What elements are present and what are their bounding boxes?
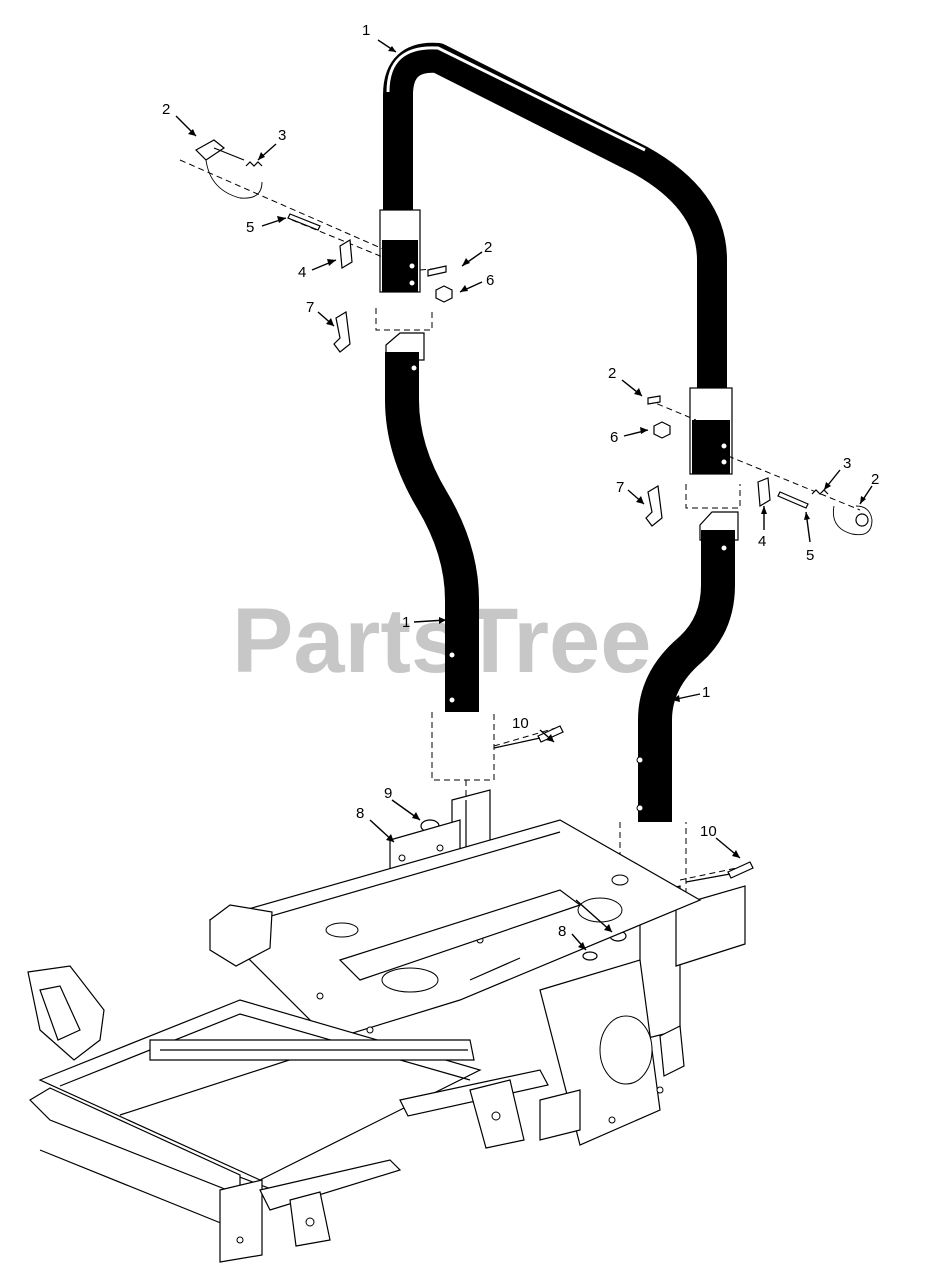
left-nut-6 [435,285,453,303]
left-hitch-pin [195,139,263,199]
right-bracket-4 [757,477,771,508]
callout-5-left: 5 [246,219,254,236]
right-bolt-10 [685,861,754,883]
mower-frame [27,789,746,1263]
lower-right-roll-bar [636,511,739,822]
callout-3-right: 3 [843,455,851,472]
right-spring-clip-3 [811,489,829,495]
callout-4-right: 4 [758,533,766,550]
upper-roll-bar [379,42,733,475]
lower-left-roll-bar [385,332,479,712]
partstree-watermark: PartsTree [232,590,651,692]
callout-8-right: 8 [558,923,566,940]
left-bolt-10 [493,725,564,749]
right-bolt-2 [647,395,661,405]
right-hitch-pin-2 [832,505,873,536]
left-bracket-4 [339,238,353,270]
callout-7-right: 7 [616,479,624,496]
right-nut-6 [653,421,671,439]
callout-6-left: 6 [486,272,494,289]
callout-2-right-bolt: 2 [608,365,616,382]
callout-2-left-bolt: 2 [484,239,492,256]
callout-arrows [175,39,873,951]
callout-5-right: 5 [806,547,814,564]
left-pin [287,213,321,231]
callout-9: 9 [384,785,392,802]
callout-2-right-pin: 2 [871,471,879,488]
callout-7-left: 7 [306,299,314,316]
callout-6-right: 6 [610,429,618,446]
callout-10-left: 10 [512,715,529,732]
callout-1-top: 1 [362,22,370,39]
assembly-guide-lines [179,159,861,901]
callout-1-left-lower: 1 [402,614,410,631]
callout-1-right-lower: 1 [702,684,710,701]
callout-labels: 1 1 1 2 2 2 2 3 3 4 4 5 5 6 6 7 7 8 8 9 … [162,22,879,940]
callout-3-left: 3 [278,127,286,144]
callout-2-left-pin: 2 [162,101,170,118]
left-latch-7 [333,311,351,353]
callout-4-left: 4 [298,264,306,281]
right-pin-5 [777,491,809,509]
callout-10-right: 10 [700,823,717,840]
left-bolt-2 [427,265,447,277]
callout-8-left: 8 [356,805,364,822]
right-latch-7 [645,485,663,527]
left-spring-clip [245,161,263,167]
